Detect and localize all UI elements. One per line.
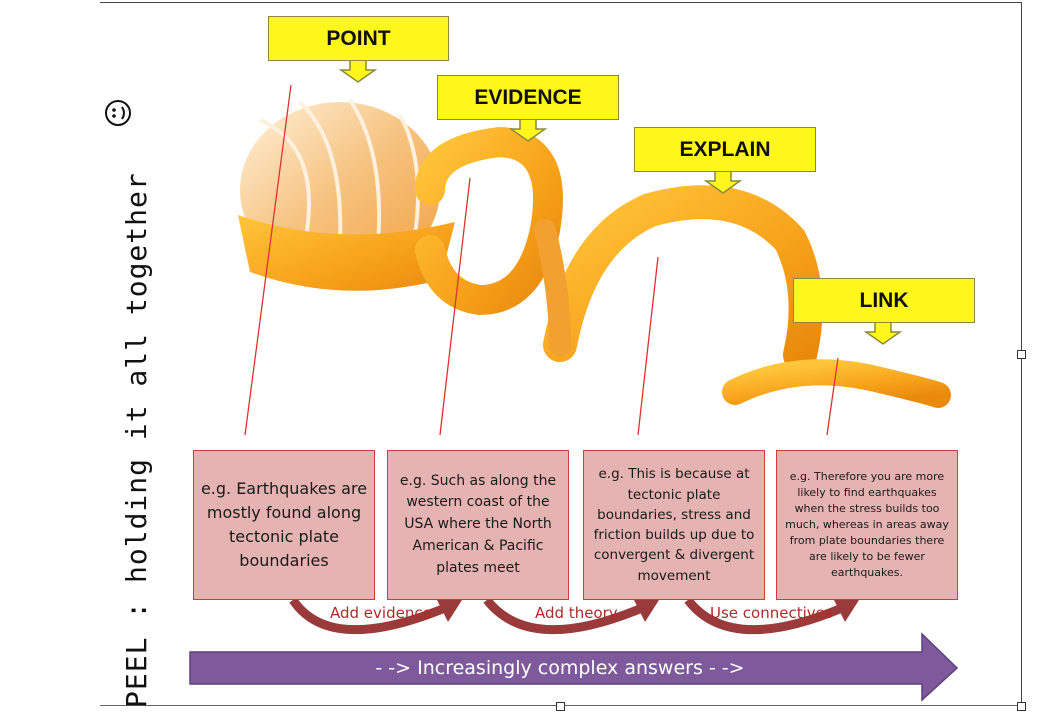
step-box-evidence: e.g. Such as along the western coast of … bbox=[387, 450, 569, 600]
connector-label-add-evidence: Add evidence bbox=[330, 604, 432, 622]
step-text-point: e.g. Earthquakes are mostly found along … bbox=[200, 479, 368, 570]
progress-arrow bbox=[189, 632, 959, 702]
connector-arrowheads bbox=[436, 598, 859, 622]
resize-handle-bottom[interactable] bbox=[556, 702, 565, 711]
label-link: LINK bbox=[793, 278, 975, 323]
pointer-lines bbox=[244, 84, 839, 436]
label-evidence: EVIDENCE bbox=[437, 75, 619, 120]
label-explain: EXPLAIN bbox=[634, 127, 816, 172]
step-box-explain: e.g. This is because at tectonic plate b… bbox=[583, 450, 765, 600]
peel-spiral bbox=[415, 126, 951, 408]
smiley-face-icon bbox=[105, 100, 131, 126]
step-text-link: e.g. Therefore you are more likely to fi… bbox=[785, 470, 949, 579]
step-text-evidence: e.g. Such as along the western coast of … bbox=[399, 472, 557, 576]
step-box-point: e.g. Earthquakes are mostly found along … bbox=[193, 450, 375, 600]
progress-arrow-text: - -> Increasingly complex answers - -> bbox=[375, 657, 745, 679]
label-down-arrows bbox=[338, 59, 903, 345]
peeled-orange bbox=[238, 98, 455, 291]
resize-handle-corner[interactable] bbox=[1017, 702, 1026, 711]
label-point: POINT bbox=[268, 16, 449, 61]
step-box-link: e.g. Therefore you are more likely to fi… bbox=[776, 450, 958, 600]
connector-arrows bbox=[289, 597, 844, 635]
step-text-explain: e.g. This is because at tectonic plate b… bbox=[593, 466, 755, 584]
resize-handle-right[interactable] bbox=[1017, 350, 1026, 359]
connector-label-add-theory: Add theory bbox=[535, 604, 618, 622]
connector-label-use-connectives: Use connectives bbox=[710, 604, 833, 622]
